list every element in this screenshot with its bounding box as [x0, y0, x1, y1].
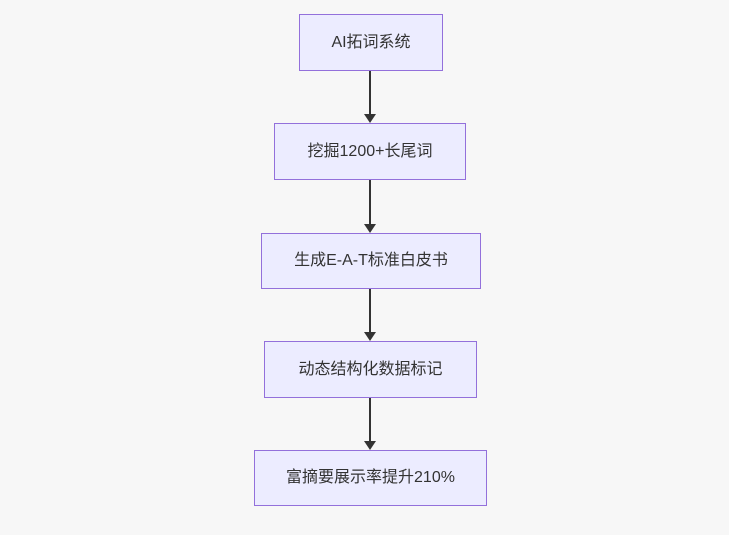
arrowhead-icon [364, 224, 376, 233]
flow-node-ai-keyword-system: AI拓词系统 [299, 14, 443, 71]
edge-line-4 [369, 398, 371, 442]
flow-node-longtail-mining: 挖掘1200+长尾词 [274, 123, 466, 180]
flow-node-label: AI拓词系统 [331, 33, 411, 51]
flow-node-label: 生成E-A-T标准白皮书 [294, 252, 448, 270]
arrowhead-icon [364, 114, 376, 123]
flow-node-eat-whitepaper: 生成E-A-T标准白皮书 [261, 233, 481, 289]
flow-node-label: 富摘要展示率提升210% [286, 469, 455, 487]
edge-line-1 [369, 71, 371, 115]
edge-line-2 [369, 180, 371, 225]
flow-node-rich-snippet-result: 富摘要展示率提升210% [254, 450, 487, 506]
flow-node-structured-data-markup: 动态结构化数据标记 [264, 341, 477, 398]
arrowhead-icon [364, 441, 376, 450]
flow-node-label: 动态结构化数据标记 [298, 360, 443, 378]
arrowhead-icon [364, 332, 376, 341]
flow-node-label: 挖掘1200+长尾词 [307, 142, 433, 160]
edge-line-3 [369, 289, 371, 333]
